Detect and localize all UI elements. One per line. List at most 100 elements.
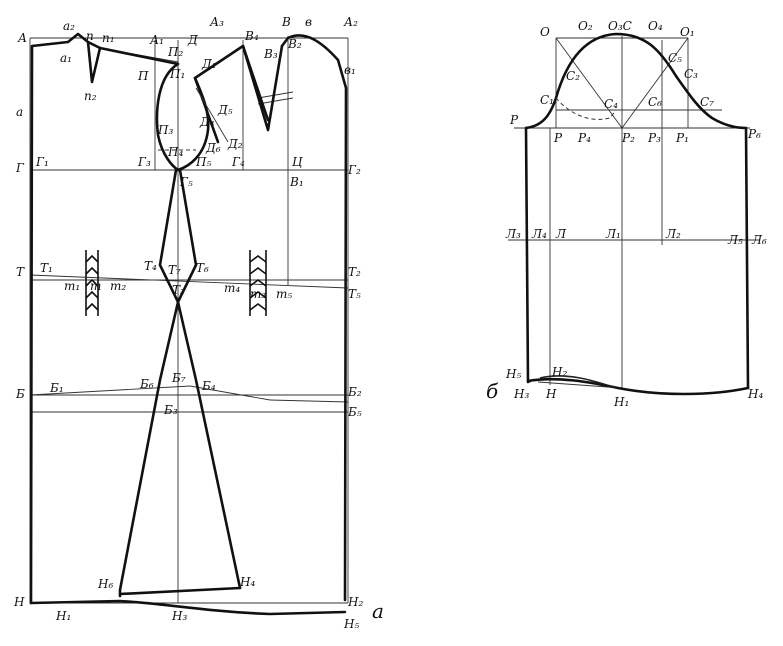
label-P5: П₅ [195, 155, 211, 169]
label-v: в [305, 15, 312, 29]
label-p1: п₁ [102, 31, 115, 45]
label-O1: О₁ [680, 25, 695, 39]
armhole-details [158, 64, 229, 151]
label-T4: Т₄ [144, 259, 157, 273]
label-B1: Б₁ [49, 381, 64, 395]
label-O2: О₂ [578, 19, 593, 33]
label-C4: С₄ [604, 97, 618, 111]
label-G5: Г₅ [179, 175, 193, 189]
sleeve-pattern-figure: О О₂ О₃С О₄ О₁ С₂ С₅ С₃ С₁ С₄ С₆ С₇ Р Р … [486, 19, 767, 409]
label-A3: А₃ [209, 15, 224, 29]
label-B6: Б₆ [139, 377, 154, 391]
label-G1: Г₁ [35, 155, 49, 169]
dress-pattern-figure: А а₂ п п₁ А₁ П₂ Д А₃ В₄ В в А₂ а₁ П П₁ Д… [13, 15, 384, 631]
label-T1: Т₁ [40, 261, 53, 275]
label-G: Г [15, 161, 25, 175]
label-a: а [16, 105, 23, 119]
label-P1: П₁ [169, 67, 185, 81]
label-T2: Т₂ [348, 265, 361, 279]
label-L3: Л₃ [505, 227, 521, 241]
label-T6: Т₆ [196, 261, 209, 275]
label-C1: С₁ [540, 93, 554, 107]
label-O3C: О₃С [608, 19, 632, 33]
label-C7: С₇ [700, 95, 714, 109]
label-R4: Р₄ [577, 131, 591, 145]
label-a1: а₁ [60, 51, 72, 65]
left-dart-hatching [85, 250, 99, 316]
label-L1: Л₁ [605, 227, 621, 241]
label-H5: Н₅ [343, 617, 359, 631]
label-p: п [86, 29, 94, 43]
label-L4: Л₄ [531, 227, 547, 241]
label-T3: Т₃ [172, 283, 185, 297]
label-D1: Д₁ [201, 57, 217, 71]
label-D5: Д₅ [217, 103, 233, 117]
label-O4: О₄ [648, 19, 663, 33]
label-B2: Б₂ [347, 385, 362, 399]
label-H1: Н₁ [55, 609, 71, 623]
label-D: Д [187, 33, 198, 47]
label-A2: А₂ [343, 15, 358, 29]
label-H3: Н₃ [513, 387, 529, 401]
label-H5: Н₅ [505, 367, 521, 381]
label-B7: Б₇ [171, 371, 186, 385]
label-T: Т [16, 265, 25, 279]
right-dart-hatching [249, 250, 267, 316]
label-G4: Г₄ [231, 155, 245, 169]
label-R3: Р₃ [647, 131, 661, 145]
label-V: В [281, 15, 291, 29]
label-G2: Г₂ [347, 163, 361, 177]
label-R1: Р₁ [675, 131, 689, 145]
label-C5: С₅ [668, 51, 682, 65]
label-V2: В₂ [287, 37, 302, 51]
label-t2: т₂ [110, 279, 126, 293]
label-B4: Б₄ [201, 379, 216, 393]
label-H2: Н₂ [347, 595, 363, 609]
label-P: П [137, 69, 149, 83]
label-O: О [540, 25, 550, 39]
figure-b-caption: б [486, 379, 499, 403]
label-D2: Д₂ [227, 137, 243, 151]
label-H1: Н₁ [613, 395, 629, 409]
label-C3: С₃ [684, 67, 698, 81]
label-H4: Н₄ [747, 387, 763, 401]
sleeve-outline [524, 32, 750, 396]
label-D6: Д₆ [205, 141, 221, 155]
label-H: Н [545, 387, 557, 401]
label-R2: Р₂ [621, 131, 635, 145]
label-H4: Н₄ [239, 575, 255, 589]
label-P2: П₂ [167, 45, 183, 59]
label-T5: Т₅ [348, 287, 361, 301]
construction-grid [29, 36, 349, 604]
label-p2: п₂ [84, 89, 97, 103]
label-a2: а₂ [63, 19, 75, 33]
label-R6: Р₆ [747, 127, 761, 141]
label-D4: Д₄ [199, 115, 215, 129]
label-P3: П₃ [157, 123, 173, 137]
label-B3: Б₃ [163, 403, 178, 417]
label-v1: в₁ [344, 63, 356, 77]
label-V4: В₄ [244, 29, 259, 43]
figure-a-labels: А а₂ п п₁ А₁ П₂ Д А₃ В₄ В в А₂ а₁ П П₁ Д… [13, 15, 384, 631]
label-R-inner: Р [553, 131, 563, 145]
label-t3: т₃ [250, 287, 266, 301]
label-T7: Т₇ [168, 263, 181, 277]
label-B5: Б₅ [347, 405, 362, 419]
label-L: Л [555, 227, 567, 241]
label-t1: т₁ [64, 279, 80, 293]
label-L6: Л₆ [751, 233, 767, 247]
label-H3: Н₃ [171, 609, 187, 623]
label-V1: В₁ [289, 175, 304, 189]
label-H6: Н₆ [97, 577, 113, 591]
label-G3: Г₃ [137, 155, 151, 169]
label-L5: Л₅ [727, 233, 743, 247]
figure-b-labels: О О₂ О₃С О₄ О₁ С₂ С₅ С₃ С₁ С₄ С₆ С₇ Р Р … [486, 19, 767, 409]
label-P4: П₄ [167, 145, 183, 159]
label-C2: С₂ [566, 69, 580, 83]
label-Ts: Ц [292, 155, 303, 169]
label-V3: В₃ [263, 47, 278, 61]
figure-a-caption: а [372, 599, 384, 623]
label-B: Б [15, 387, 25, 401]
label-A1: А₁ [149, 33, 164, 47]
